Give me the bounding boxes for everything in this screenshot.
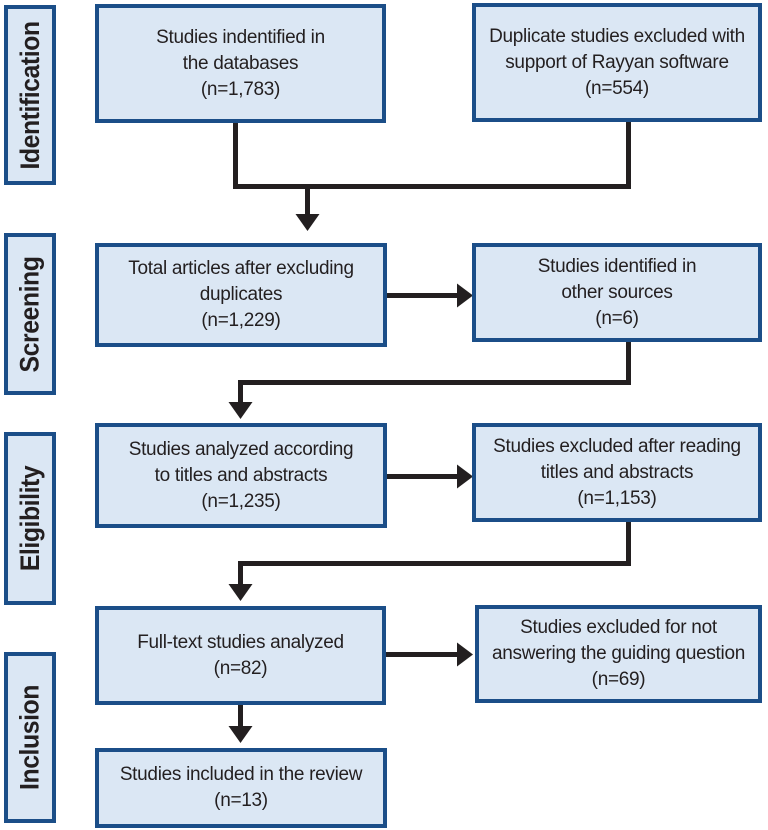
box-total-after-duplicates: Total articles after excluding duplicate… xyxy=(95,243,387,347)
arrowhead-down-to-total xyxy=(295,214,320,231)
stage-box-eligibility: Eligibility xyxy=(4,432,56,605)
box-included-review: Studies included in the review (n=13) xyxy=(95,748,387,828)
stage-label-eligibility: Eligibility xyxy=(14,465,45,572)
box-fulltext-excluded: Studies excluded for not answering the g… xyxy=(475,605,762,703)
stage-box-identification: Identification xyxy=(4,5,56,185)
box-title-abstract-analyzed-text: Studies analyzed according to titles and… xyxy=(128,438,354,512)
arrowhead-fulltext xyxy=(228,584,253,601)
arrowhead-analyzed xyxy=(228,402,253,419)
box-total-after-duplicates-text: Total articles after excluding duplicate… xyxy=(128,258,354,331)
arrowhead-excluded-reading xyxy=(457,464,473,489)
box-studies-identified-databases: Studies indentified in the databases (n=… xyxy=(95,4,386,123)
box-studies-identified-databases-text: Studies indentified in the databases (n=… xyxy=(156,26,325,100)
box-title-abstract-analyzed: Studies analyzed according to titles and… xyxy=(95,423,387,528)
stage-label-screening: Screening xyxy=(14,256,45,372)
arrowhead-other-sources xyxy=(457,283,473,308)
box-other-sources: Studies identified in other sources (n=6… xyxy=(472,243,762,342)
box-fulltext-analyzed: Full-text studies analyzed (n=82) xyxy=(95,606,386,705)
box-fulltext-excluded-text: Studies excluded for not answering the g… xyxy=(492,617,745,690)
box-duplicates-excluded-text: Duplicate studies excluded with support … xyxy=(489,25,745,99)
box-duplicates-excluded: Duplicate studies excluded with support … xyxy=(472,3,762,122)
box-other-sources-text: Studies identified in other sources (n=6… xyxy=(537,255,697,329)
connector-excluded-to-fulltext xyxy=(238,522,631,586)
stage-label-identification: Identification xyxy=(14,20,45,170)
arrowhead-excluded-guiding xyxy=(457,642,473,667)
arrowhead-included xyxy=(228,726,253,743)
box-title-abstract-excluded-text: Studies excluded after reading titles an… xyxy=(493,435,741,509)
connector-merge-top xyxy=(233,122,631,189)
stage-box-screening: Screening xyxy=(4,233,56,395)
box-title-abstract-excluded: Studies excluded after reading titles an… xyxy=(472,423,762,522)
stage-label-inclusion: Inclusion xyxy=(14,685,45,790)
box-included-review-text: Studies included in the review (n=13) xyxy=(119,764,363,811)
connector-other-sources-to-analyzed xyxy=(238,342,631,404)
stage-box-inclusion: Inclusion xyxy=(4,652,56,823)
box-fulltext-analyzed-text: Full-text studies analyzed (n=82) xyxy=(137,631,344,679)
